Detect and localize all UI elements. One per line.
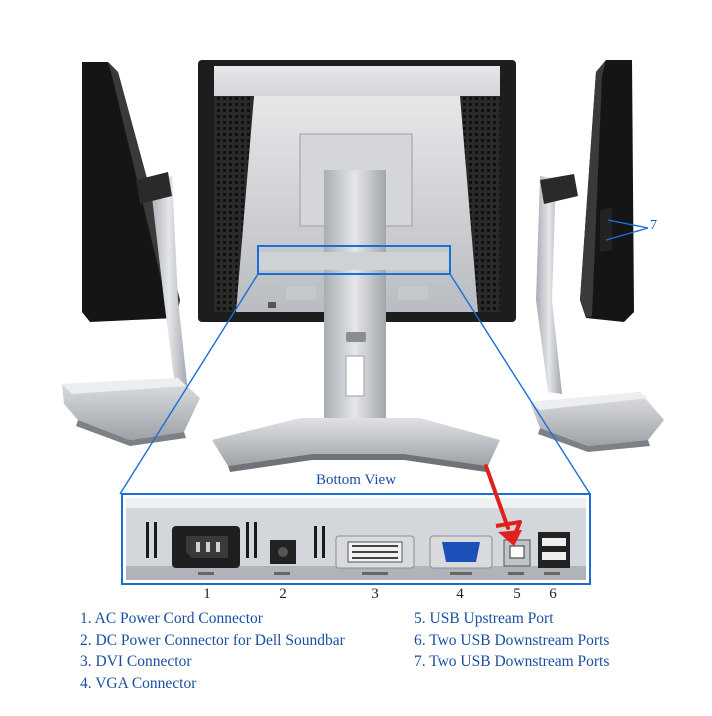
legend-left: 1. AC Power Cord Connector 2. DC Power C… xyxy=(80,608,345,694)
callout-7-lines xyxy=(605,219,649,241)
legend-item-usb-upstream: 5. USB Upstream Port xyxy=(414,610,554,627)
usb-downstream-ports xyxy=(538,532,570,568)
callout-7-label: 7 xyxy=(650,218,657,233)
legend-item-dvi: 3. DVI Connector xyxy=(80,653,192,670)
port-number-6: 6 xyxy=(549,586,557,602)
legend-right: 5. USB Upstream Port 6. Two USB Downstre… xyxy=(414,608,609,673)
port-number-1: 1 xyxy=(203,586,211,602)
left-side-monitor xyxy=(62,62,200,446)
legend-item-ac-power: 1. AC Power Cord Connector xyxy=(80,610,263,627)
port-number-4: 4 xyxy=(456,586,464,602)
legend-item-usb-downstream-7: 7. Two USB Downstream Ports xyxy=(414,653,610,670)
bottom-view-panel xyxy=(121,493,591,585)
legend-item-dc-power: 2. DC Power Connector for Dell Soundbar xyxy=(80,631,345,649)
center-rear-monitor xyxy=(198,60,516,472)
red-arrow-icon xyxy=(484,464,522,546)
port-number-3: 3 xyxy=(371,586,379,602)
callout-lines xyxy=(119,273,591,495)
legend-item-usb-downstream-6: 6. Two USB Downstream Ports xyxy=(414,631,610,649)
bottom-view-title: Bottom View xyxy=(315,472,397,488)
right-side-monitor xyxy=(530,60,664,452)
legend-item-vga: 4. VGA Connector xyxy=(80,674,197,692)
port-number-2: 2 xyxy=(279,586,287,602)
port-number-5: 5 xyxy=(513,586,521,602)
